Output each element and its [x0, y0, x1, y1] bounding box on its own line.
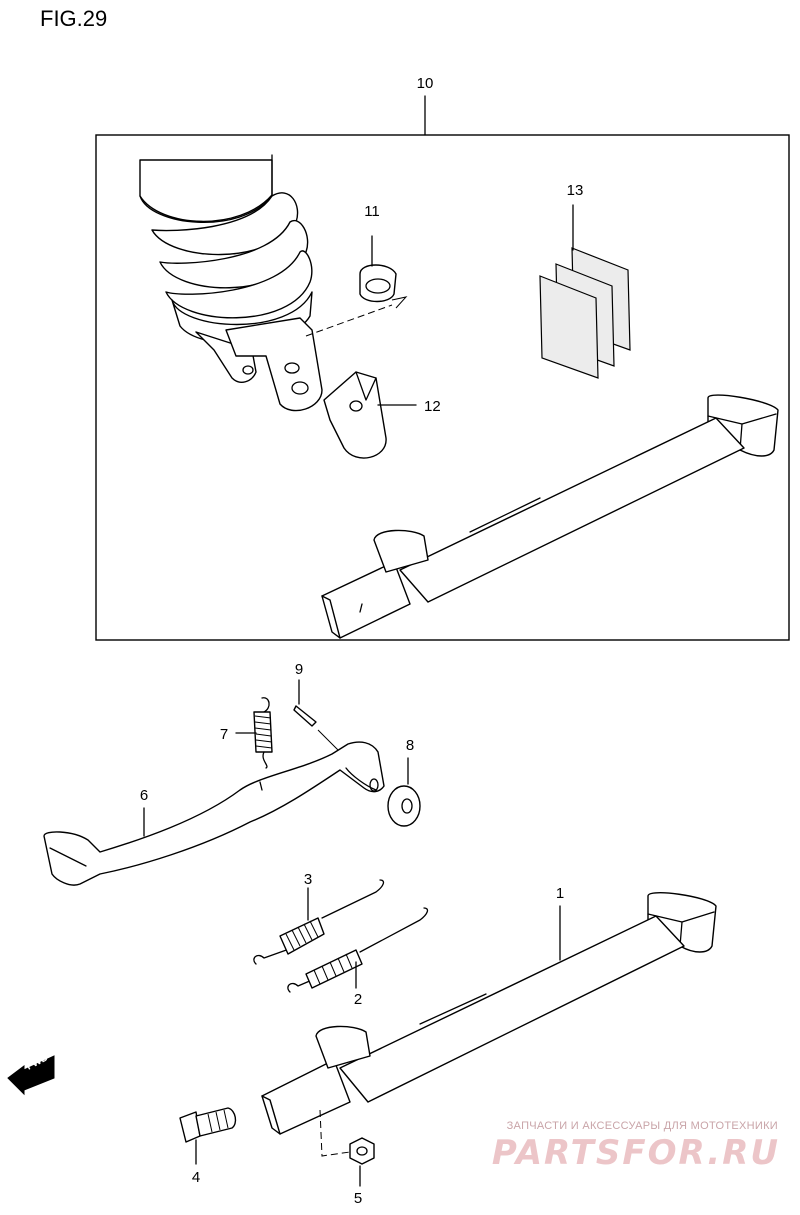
part-2-spring [287, 907, 429, 993]
part-3-spring [253, 879, 385, 965]
part-12-bracket [323, 371, 417, 459]
callout-5: 5 [354, 1190, 362, 1207]
part-8-washer [387, 757, 421, 827]
callout-10: 10 [417, 75, 434, 92]
callout-3: 3 [304, 871, 312, 888]
watermark-tagline: ЗАПЧАСТИ И АКСЕССУАРЫ ДЛЯ МОТОТЕХНИКИ [506, 1120, 778, 1132]
callout-7: 7 [220, 726, 228, 743]
callout-11: 11 [364, 203, 380, 220]
callout-13: 13 [567, 182, 584, 199]
part-13-pads [539, 204, 631, 379]
watermark-logo: PARTSFOR.RU [491, 1133, 780, 1173]
callout-8: 8 [406, 737, 414, 754]
part-1-side-stand [261, 892, 717, 1135]
fwd-arrow-icon [7, 1055, 55, 1096]
callout-9: 9 [295, 661, 303, 678]
figure-title: FIG.29 [40, 6, 108, 31]
part-11-cap [359, 235, 408, 309]
callout-1: 1 [556, 885, 564, 902]
part-5-nut [319, 1109, 375, 1187]
callout-2: 2 [354, 991, 362, 1008]
kit-side-stand [321, 394, 779, 639]
callout-12: 12 [424, 398, 441, 415]
shock-spring-assembly [139, 154, 393, 412]
part-7-spring [235, 697, 273, 769]
callout-4: 4 [192, 1169, 200, 1186]
part-4-bolt [179, 1107, 237, 1165]
part-6-lever [43, 741, 385, 886]
callout-6: 6 [140, 787, 148, 804]
kit-frame [95, 134, 790, 641]
